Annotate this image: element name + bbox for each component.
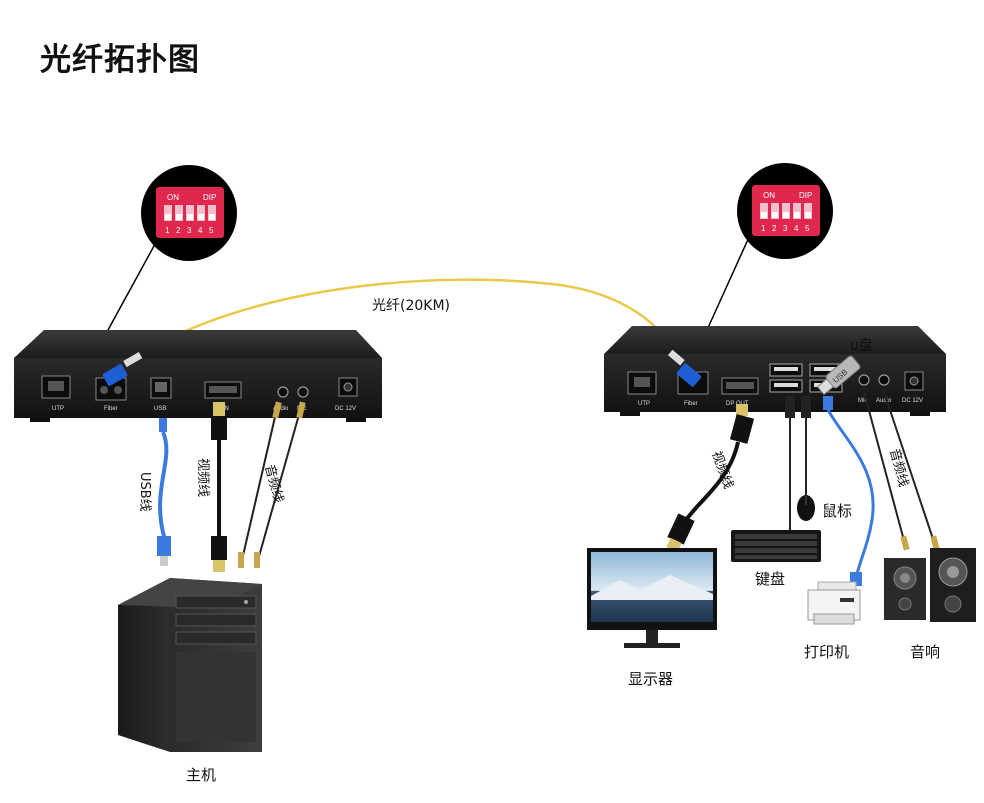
printer-icon — [807, 581, 861, 625]
rx-mic-jack-icon — [858, 374, 870, 386]
rx-dip-switch: ON DIP 1 2 3 4 5 — [706, 163, 833, 331]
rx-dip-num-2: 2 — [772, 224, 777, 233]
transmitter-unit: UTP Fiber USB DP IN Audio Mic DC 12V — [14, 330, 382, 422]
video-cable-label-rx: 视频线 — [708, 449, 735, 491]
usb-cable-label: USB线 — [137, 472, 152, 512]
mouse-icon — [797, 495, 815, 521]
host-pc-icon — [118, 578, 262, 752]
tx-dip-num-4: 4 — [198, 226, 203, 235]
usb-drive-icon: USB — [816, 355, 861, 396]
monitor-label: 显示器 — [628, 670, 673, 688]
rx-audio-jack-icon — [878, 374, 890, 386]
rx-audio-label: Audio — [876, 398, 892, 404]
tx-dip-num-3: 3 — [187, 226, 192, 235]
keyboard-label: 键盘 — [755, 570, 785, 588]
tx-audio-jack-icon — [277, 386, 289, 398]
tx-usb-label: USB — [154, 406, 166, 412]
tx-audio-cable — [238, 401, 306, 568]
rx-dip-num-5: 5 — [805, 224, 810, 233]
mouse-label: 鼠标 — [822, 502, 852, 520]
tx-dip-dip: DIP — [203, 193, 216, 202]
tx-dip-num-2: 2 — [176, 226, 181, 235]
keyboard-icon — [731, 530, 821, 562]
rx-dip-dip: DIP — [799, 191, 812, 200]
rx-dip-num-1: 1 — [761, 224, 766, 233]
rx-utp-label: UTP — [638, 401, 650, 407]
rx-fiber-label: Fiber — [684, 401, 698, 407]
rx-dc-label: DC 12V — [902, 398, 923, 404]
receiver-unit: UTP Fiber DP OUT Mic Audio DC 12V — [604, 326, 946, 416]
rx-dip-num-3: 3 — [783, 224, 788, 233]
video-cable-label-tx: 视频线 — [195, 458, 210, 497]
audio-cable-label-rx: 音频线 — [886, 447, 912, 489]
tx-video-cable — [211, 402, 227, 572]
tx-dip-on: ON — [167, 193, 179, 202]
tx-dip-num-1: 1 — [165, 226, 170, 235]
tx-dip-switch: ON DIP 1 2 3 4 5 — [107, 165, 237, 331]
printer-label: 打印机 — [804, 643, 849, 661]
page-title: 光纤拓扑图 — [40, 42, 200, 78]
rx-mic-label: Mic — [858, 398, 867, 404]
tx-mic-jack-icon — [297, 386, 309, 398]
rx-audio-cable — [863, 391, 940, 551]
tx-utp-label: UTP — [52, 406, 64, 412]
fiber-label: 光纤(20KM) — [372, 298, 450, 314]
tx-usb-cable — [157, 418, 171, 566]
tx-audio-label: Audio — [273, 406, 289, 412]
fiber-cable — [147, 278, 688, 371]
tx-dip-pointer — [107, 234, 161, 331]
usb-drive-label: u盘 — [850, 337, 873, 354]
tx-dip-num-5: 5 — [209, 226, 214, 235]
host-label: 主机 — [186, 766, 216, 784]
tx-fiber-connector-icon — [102, 352, 143, 386]
printer-cable — [823, 396, 875, 586]
rx-dip-on: ON — [763, 191, 775, 200]
rx-fiber-connector-icon — [667, 349, 702, 387]
rx-dip-num-4: 4 — [794, 224, 799, 233]
monitor-icon — [587, 548, 717, 648]
speaker-icon — [884, 548, 976, 622]
tx-fiber-label: Fiber — [104, 406, 118, 412]
speaker-label: 音响 — [910, 643, 940, 661]
rx-video-cable — [666, 404, 755, 553]
rx-dip-pointer — [706, 234, 751, 331]
tx-dc-label: DC 12V — [335, 406, 356, 412]
